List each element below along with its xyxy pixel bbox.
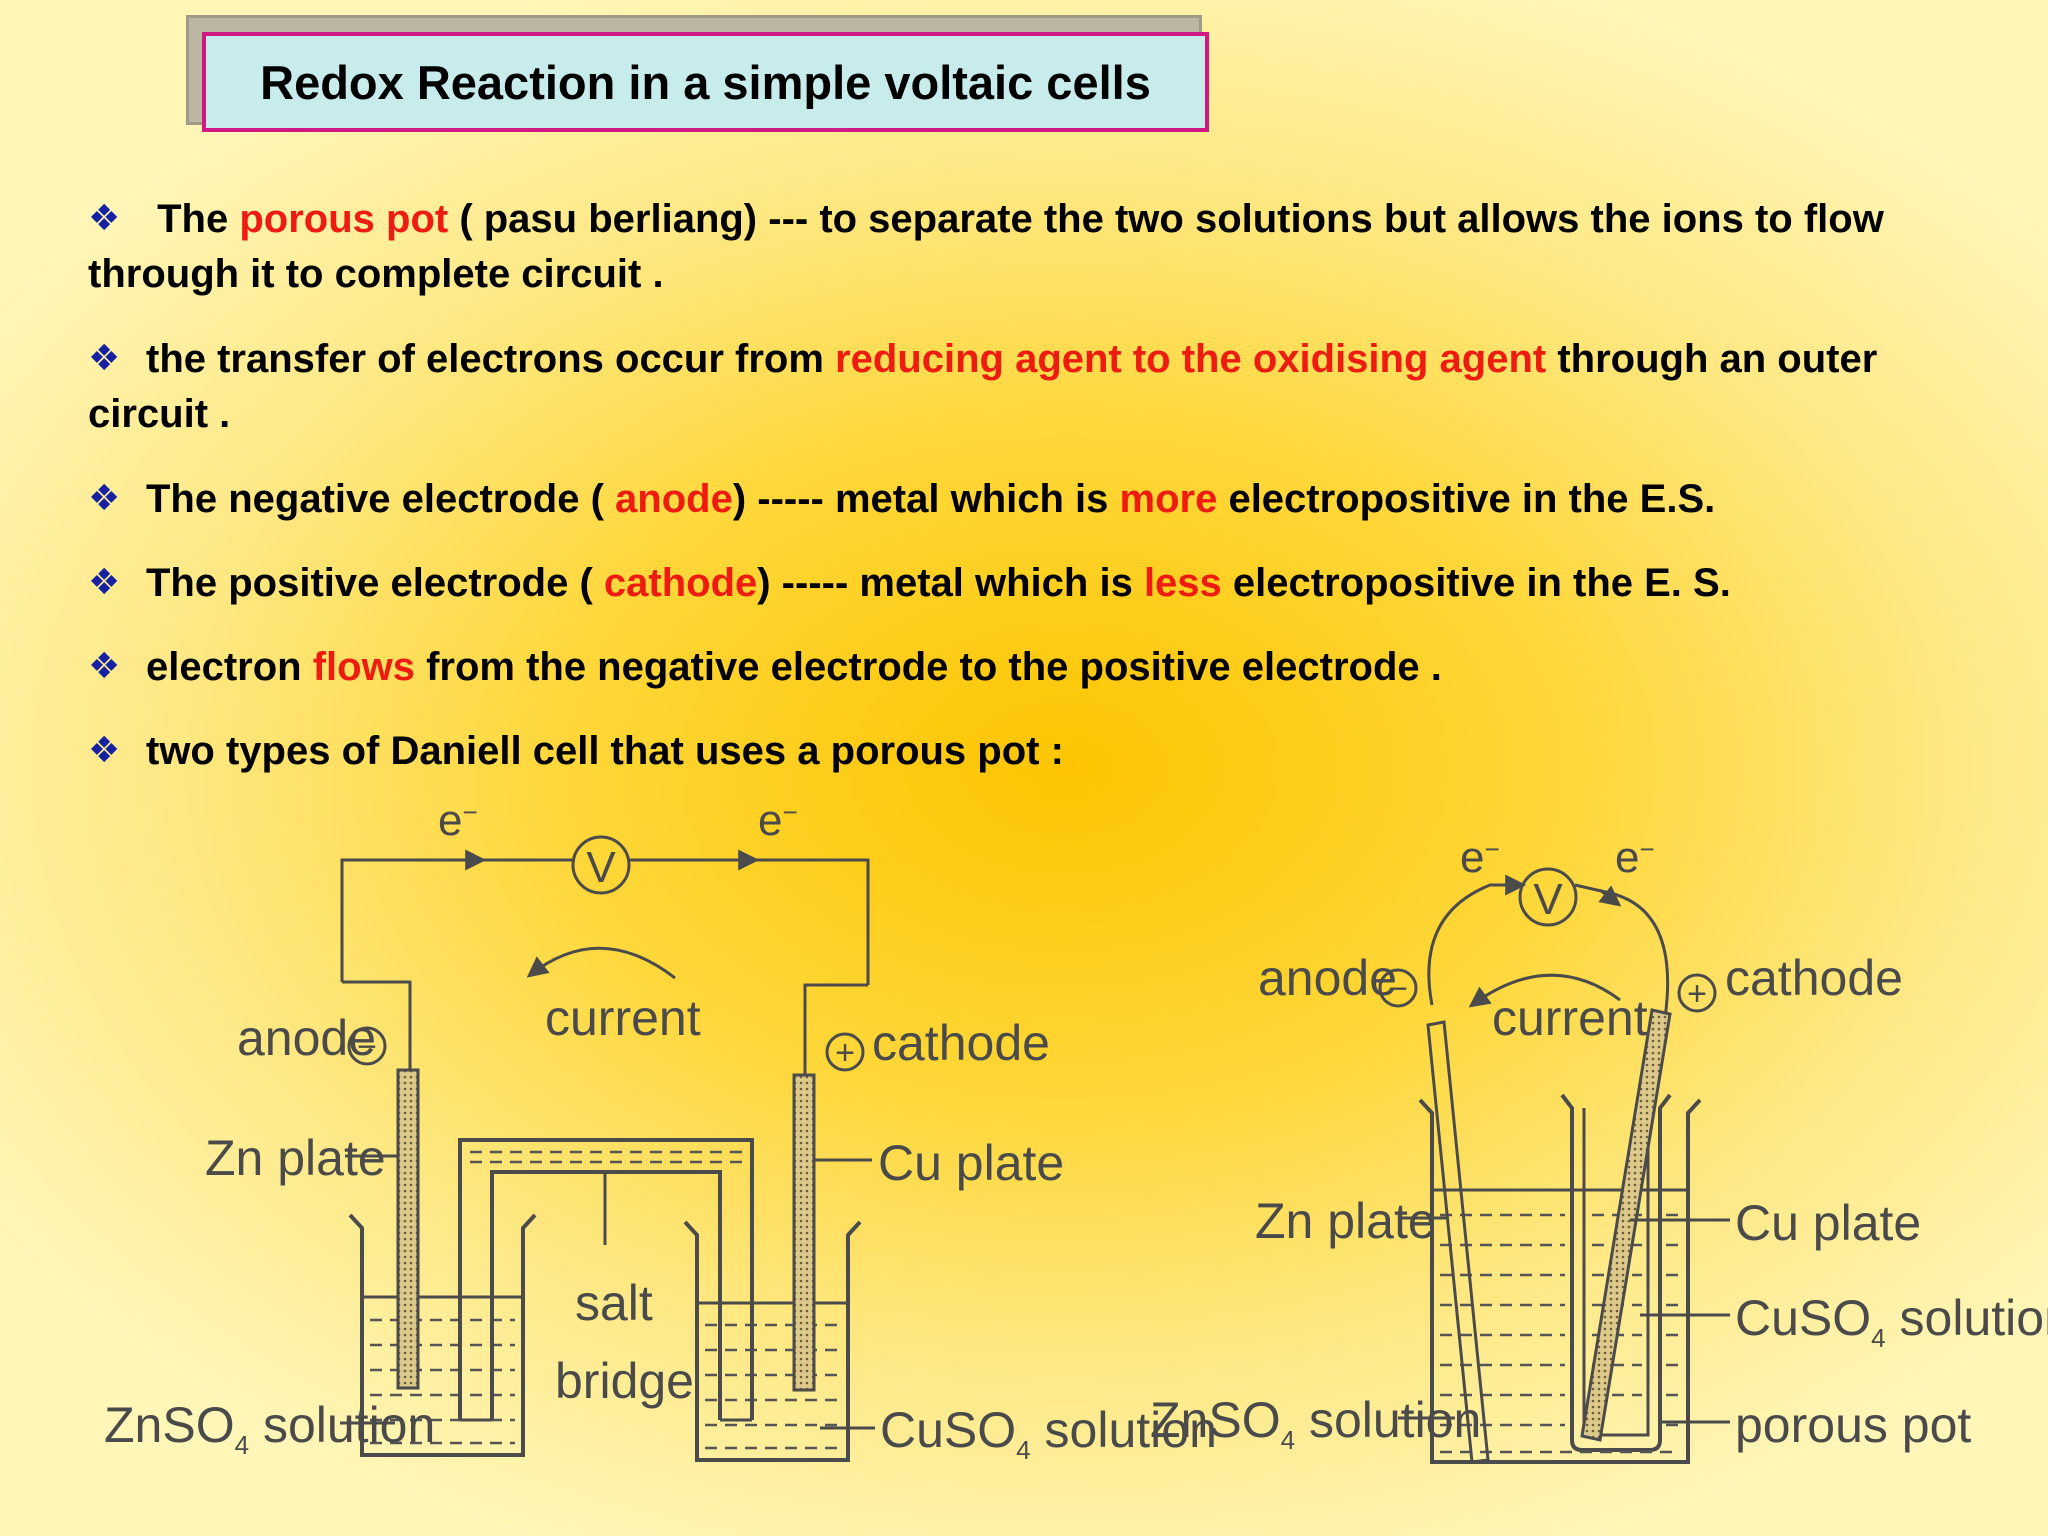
- electron-label-left: e−: [1460, 833, 1500, 882]
- porous-pot-label: porous pot: [1735, 1397, 1971, 1453]
- bullet-item: ❖two types of Daniell cell that uses a p…: [88, 722, 2008, 779]
- cuso4-label: CuSO4 solution: [1735, 1290, 2048, 1353]
- znso4-label: ZnSO4 solution: [104, 1397, 435, 1460]
- bullet-item: ❖The positive electrode ( cathode) -----…: [88, 554, 2008, 611]
- bullet-diamond-icon: ❖: [88, 729, 121, 770]
- right-wire: [627, 858, 870, 985]
- zn-plate-label: Zn plate: [1255, 1193, 1436, 1249]
- cu-plate-label: Cu plate: [1735, 1195, 1921, 1251]
- current-label: current: [1492, 990, 1648, 1046]
- positive-sign-icon: [1677, 973, 1717, 1013]
- negative-sign: −: [1388, 970, 1408, 1008]
- salt-label: salt: [575, 1275, 653, 1331]
- znso4-label: ZnSO4 solution: [1150, 1392, 1481, 1455]
- zn-plate: [396, 1068, 420, 1390]
- cuso4-label: CuSO4 solution: [880, 1402, 1217, 1465]
- current-arrow: [1468, 973, 1621, 1008]
- bullet-list: ❖ The porous pot ( pasu berliang) --- to…: [88, 190, 2008, 779]
- electron-label-left: e−: [438, 796, 478, 845]
- anode-label: anode: [1258, 950, 1397, 1006]
- negative-sign-icon: [1378, 968, 1418, 1008]
- positive-sign: +: [835, 1034, 855, 1072]
- electron-label-right: e−: [758, 796, 798, 845]
- voltmeter-label: V: [1533, 875, 1563, 924]
- voltmeter-label: V: [586, 843, 616, 892]
- cathode-label: cathode: [872, 1015, 1050, 1071]
- zn-beaker: [348, 1213, 537, 1457]
- porous-pot: [1560, 1093, 1672, 1452]
- cu-plate-label: Cu plate: [878, 1135, 1064, 1191]
- cu-beaker: [683, 1220, 862, 1462]
- bullet-item: ❖electron flows from the negative electr…: [88, 638, 2008, 695]
- bullet-item: ❖ The porous pot ( pasu berliang) --- to…: [88, 190, 2008, 302]
- zn-plate: [1426, 1020, 1490, 1464]
- voltmeter-icon: [571, 835, 631, 895]
- bullet-item: ❖the transfer of electrons occur from re…: [88, 330, 2008, 442]
- cuso4-solution: [705, 1323, 840, 1450]
- negative-sign-icon: [347, 1026, 387, 1066]
- left-wire: [1427, 874, 1527, 1006]
- bullet-item: ❖The negative electrode ( anode) ----- m…: [88, 470, 2008, 527]
- bullet-diamond-icon: ❖: [88, 645, 121, 686]
- positive-sign-icon: [825, 1032, 865, 1072]
- znso4-solution: [1440, 1213, 1680, 1454]
- porous-pot-cell-diagram: V e− e− current anode − + cathode: [1150, 833, 2048, 1464]
- electron-label-right: e−: [1615, 833, 1655, 882]
- cu-plate: [792, 1073, 816, 1392]
- bullet-diamond-icon: ❖: [88, 561, 121, 602]
- current-label: current: [545, 990, 701, 1046]
- positive-sign: +: [1687, 975, 1707, 1013]
- bridge-label: bridge: [555, 1353, 694, 1409]
- left-wire: [340, 858, 575, 982]
- zn-plate-label: Zn plate: [205, 1130, 386, 1186]
- bullet-diamond-icon: ❖: [88, 477, 121, 518]
- cathode-lead: [803, 983, 868, 1075]
- cu-plate: [1580, 1008, 1672, 1442]
- negative-sign: −: [357, 1028, 377, 1066]
- cathode-label: cathode: [1725, 950, 1903, 1006]
- anode-lead: [342, 980, 412, 1070]
- current-arrow: [526, 946, 676, 980]
- salt-bridge-cell-diagram: V e− e− current anode − + cathode: [104, 796, 1217, 1465]
- voltmeter-icon: [1518, 867, 1578, 927]
- outer-beaker: [1418, 1098, 1702, 1464]
- slide-title-text: Redox Reaction in a simple voltaic cells: [260, 55, 1151, 109]
- bullet-diamond-icon: ❖: [88, 197, 121, 238]
- slide-title: Redox Reaction in a simple voltaic cells: [202, 32, 1209, 132]
- bullet-diamond-icon: ❖: [88, 337, 121, 378]
- salt-bridge: [458, 1138, 754, 1420]
